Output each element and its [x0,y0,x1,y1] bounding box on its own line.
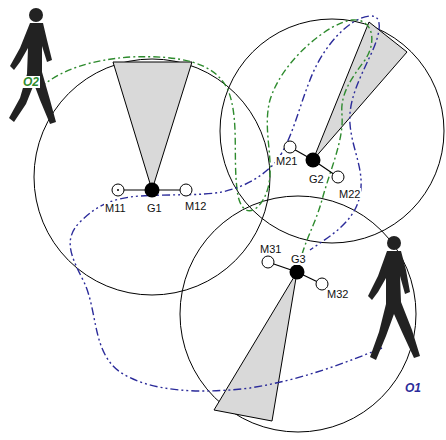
node-label: M32 [326,288,349,300]
mote-node [332,171,344,183]
node-label: M12 [184,200,207,212]
trajectory-label: O1 [404,382,422,394]
person-silhouette [9,8,56,124]
gateway-node [145,183,160,198]
mote-node [284,141,296,153]
mote-node [180,184,192,196]
camera-view [113,62,192,190]
node-label: G1 [146,202,163,214]
trajectory-label: O2 [22,76,40,88]
mote-node [112,184,124,196]
camera-view [313,22,407,160]
gateway-node [306,153,321,168]
range-circle [180,196,416,432]
node-label: G3 [290,253,307,265]
node-label: M11 [104,202,127,214]
person-silhouette [368,236,420,360]
gateway-node [290,265,305,280]
node-label: G2 [308,173,325,185]
node-label: M31 [259,243,282,255]
node-label: M22 [338,188,361,200]
camera-view [214,272,297,421]
range-circle [34,59,270,295]
node-label: M21 [275,155,298,167]
mote-node [117,189,119,191]
trajectory-path [70,16,382,391]
range-circle [220,19,444,243]
mote-node [262,256,274,268]
